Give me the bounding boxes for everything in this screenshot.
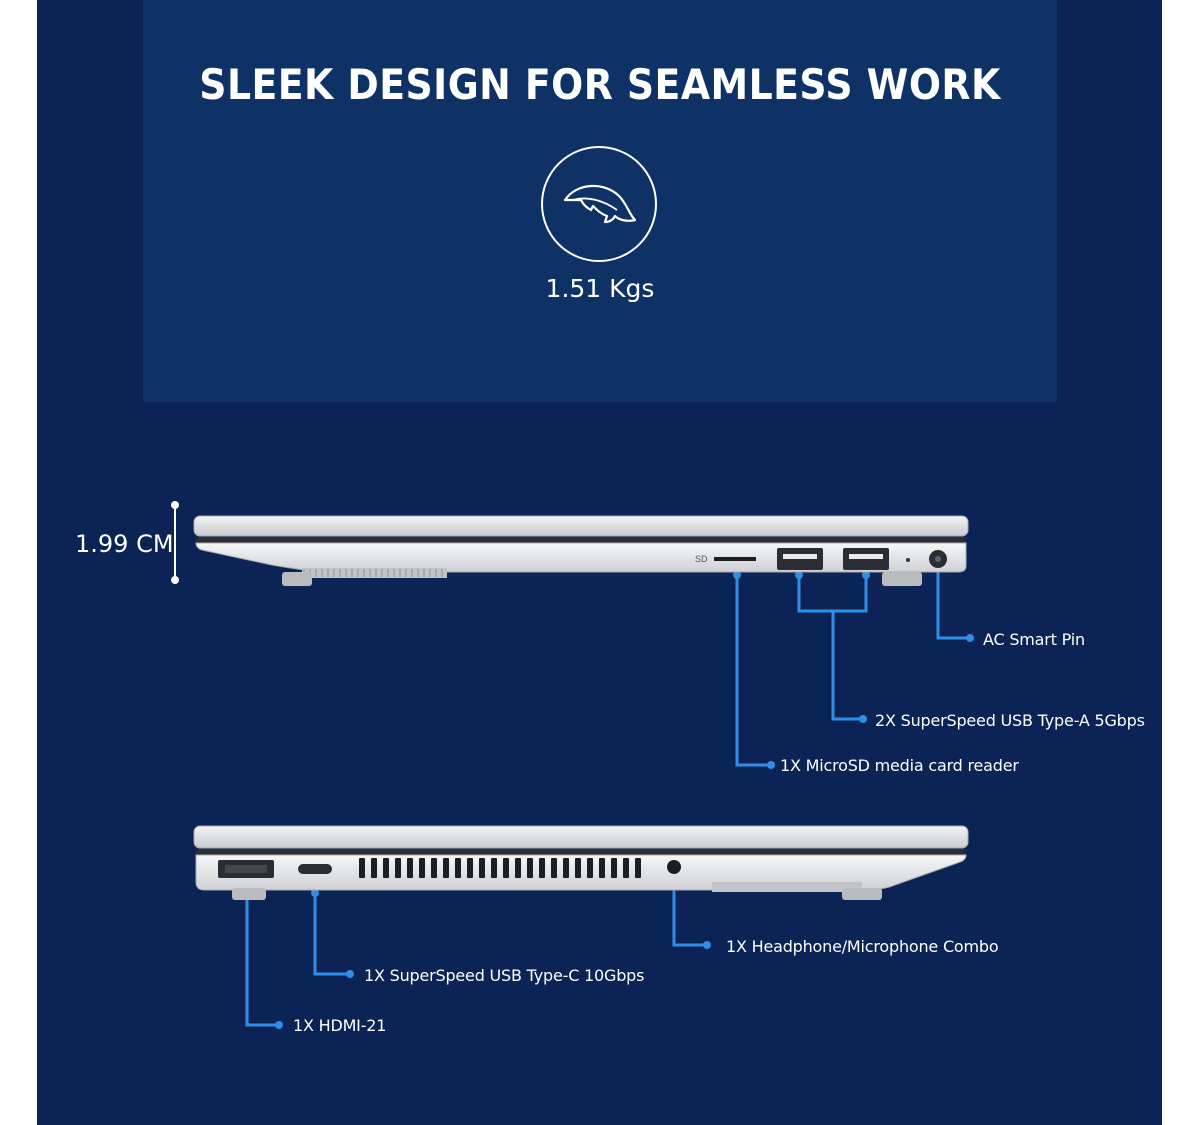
headline: SLEEK DESIGN FOR SEAMLESS WORK <box>199 60 1001 109</box>
callout-microsd: 1X MicroSD media card reader <box>780 756 1019 775</box>
callout-ac-smart-pin: AC Smart Pin <box>983 630 1085 649</box>
thickness-value: 1.99 CM <box>75 530 174 558</box>
weight-value: 1.51 Kgs <box>545 274 655 303</box>
callout-usb-a: 2X SuperSpeed USB Type-A 5Gbps <box>875 711 1145 730</box>
laptop-left-side <box>193 825 969 900</box>
laptop-right-side: SD <box>193 515 969 586</box>
weight-panel: SLEEK DESIGN FOR SEAMLESS WORK 1.51 Kgs <box>143 0 1057 402</box>
leader-hdmi <box>245 893 279 1027</box>
leader-usb-c <box>313 893 350 976</box>
sd-label: SD <box>695 554 708 564</box>
feather-icon <box>563 184 637 224</box>
leader-headphone <box>672 878 707 947</box>
leader-usb-a <box>831 611 863 721</box>
microsd-slot <box>714 557 756 561</box>
callout-hdmi: 1X HDMI-21 <box>293 1016 387 1035</box>
weight-badge <box>541 146 657 262</box>
thickness-bracket <box>171 501 179 584</box>
callout-usb-c: 1X SuperSpeed USB Type-C 10Gbps <box>364 966 645 985</box>
infographic-canvas: SLEEK DESIGN FOR SEAMLESS WORK 1.51 Kgs <box>37 0 1162 1125</box>
vent-grille <box>359 858 641 878</box>
leader-ac-pin <box>936 568 970 640</box>
leader-microsd <box>735 575 771 767</box>
headphone-jack <box>667 860 681 874</box>
callout-headphone: 1X Headphone/Microphone Combo <box>726 937 999 956</box>
usb-c-port <box>298 864 332 874</box>
